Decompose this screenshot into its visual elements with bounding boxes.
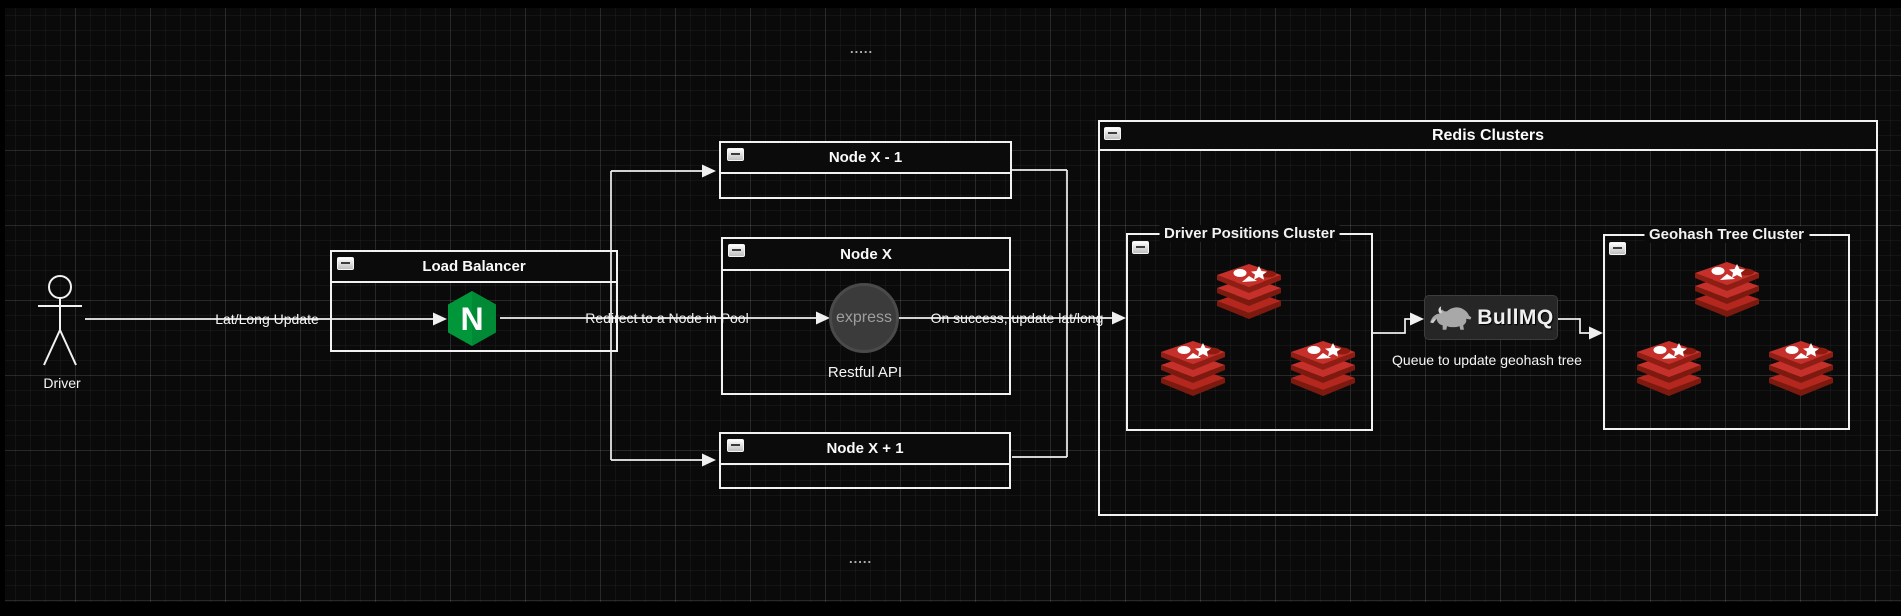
driver-actor-figure[interactable]: [34, 274, 86, 368]
redis-icon[interactable]: [1286, 340, 1360, 398]
node-next-collapse-button[interactable]: [727, 439, 744, 452]
geohash-tree-cluster-title: Geohash Tree Cluster: [1643, 226, 1810, 243]
redis-icon[interactable]: [1690, 261, 1764, 319]
arrowhead-to-node-next: [702, 453, 716, 467]
node-prev-box[interactable]: Node X - 1: [719, 141, 1012, 199]
load-balancer-collapse-button[interactable]: [337, 257, 354, 270]
restful-api-label: Restful API: [827, 364, 903, 381]
redis-icon[interactable]: [1764, 340, 1838, 398]
bullmq-text: BullMQ: [1477, 305, 1554, 329]
node-x-box[interactable]: Node X: [721, 237, 1011, 395]
edge-label-on-success: On success, update lat/long: [930, 310, 1104, 326]
load-balancer-box[interactable]: Load Balancer: [330, 250, 618, 352]
express-text: express: [835, 309, 893, 326]
bullmq-icon[interactable]: BullMQ: [1424, 295, 1558, 340]
collapsed-dots-top[interactable]: .....: [850, 41, 874, 56]
driver-positions-collapse-button[interactable]: [1132, 241, 1149, 254]
node-prev-collapse-button[interactable]: [727, 148, 744, 161]
nginx-icon[interactable]: N: [445, 290, 499, 347]
geohash-tree-collapse-button[interactable]: [1609, 242, 1626, 255]
redis-icon[interactable]: [1632, 340, 1706, 398]
edge-label-queue: Queue to update geohash tree: [1392, 352, 1582, 368]
express-icon[interactable]: express: [829, 283, 899, 353]
node-prev-title: Node X - 1: [828, 149, 903, 166]
driver-positions-cluster-title: Driver Positions Cluster: [1159, 225, 1340, 242]
node-next-box[interactable]: Node X + 1: [719, 432, 1011, 489]
redis-clusters-title: Redis Clusters: [1431, 126, 1545, 144]
edge-label-redirect: Redirect to a Node in Pool: [585, 310, 749, 326]
load-balancer-title: Load Balancer: [422, 258, 526, 275]
redis-icon[interactable]: [1212, 263, 1286, 321]
canvas-left-band: [0, 0, 5, 616]
node-next-title: Node X + 1: [826, 440, 904, 457]
geohash-tree-cluster-box[interactable]: Geohash Tree Cluster: [1603, 226, 1850, 430]
node-x-title: Node X: [840, 245, 892, 263]
redis-clusters-container[interactable]: Redis Clusters: [1098, 120, 1878, 516]
arrowhead-to-node-prev: [702, 164, 716, 178]
edge-label-lat-long: Lat/Long Update: [215, 311, 319, 327]
canvas-bottom-band: [0, 602, 1901, 616]
canvas-top-band: [0, 0, 1901, 8]
bull-glyph-icon: [1430, 305, 1472, 330]
node-x-collapse-button[interactable]: [728, 244, 745, 257]
driver-positions-cluster-box[interactable]: Driver Positions Cluster: [1126, 225, 1373, 431]
redis-clusters-collapse-button[interactable]: [1104, 127, 1121, 140]
driver-label: Driver: [43, 375, 81, 391]
collapsed-dots-bottom[interactable]: .....: [849, 551, 873, 566]
nginx-letter: N: [460, 301, 483, 337]
redis-icon[interactable]: [1156, 340, 1230, 398]
